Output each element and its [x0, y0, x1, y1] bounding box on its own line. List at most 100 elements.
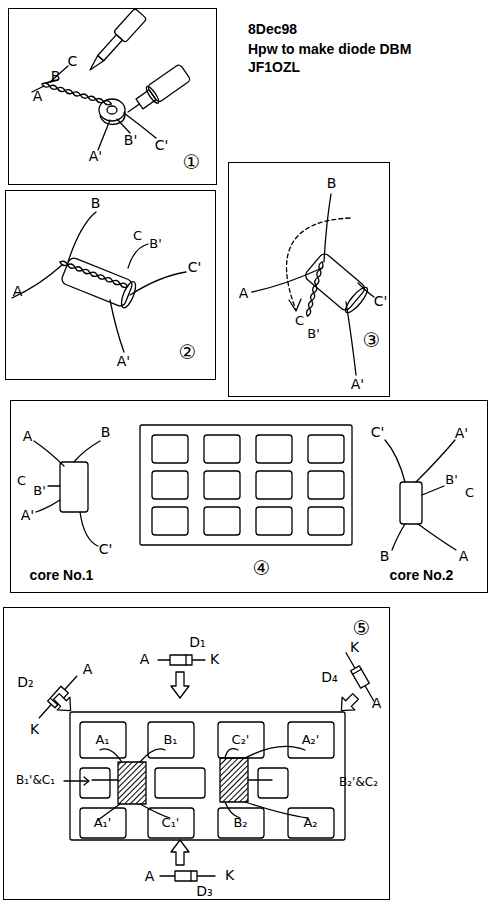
circuit-board — [308, 471, 344, 499]
circuit-board — [256, 435, 292, 463]
wire-label: C' — [99, 542, 113, 557]
ferrite-core — [60, 256, 138, 309]
circuit-board — [148, 808, 194, 838]
ferrite-core — [342, 285, 370, 316]
circuit-board — [80, 722, 126, 758]
wire — [418, 524, 456, 550]
circuit-board — [204, 435, 240, 463]
pad-label: C₁' — [162, 815, 180, 829]
wire-label: B' — [124, 133, 137, 148]
wire — [130, 272, 186, 295]
twisted-wire — [59, 260, 128, 288]
wire-label: A' — [89, 149, 102, 164]
twisted-wire — [306, 261, 324, 316]
circuit-board — [218, 808, 264, 838]
ferrite-core — [220, 758, 248, 802]
wire-label: C' — [374, 294, 388, 309]
soldering-iron — [98, 35, 123, 61]
wire-label: C — [295, 313, 304, 327]
diode-symbol — [353, 669, 362, 674]
pad-label: B₂'&C₂ — [339, 776, 378, 789]
circuit-board — [140, 425, 352, 545]
toroid-core — [107, 106, 117, 114]
wire-label: A — [33, 89, 43, 104]
diode-symbol — [190, 871, 191, 881]
callout-number: ④ — [253, 557, 271, 579]
wire-label: B — [380, 549, 390, 564]
circuit-board — [258, 768, 288, 798]
circuit-board — [148, 722, 194, 758]
ferrite-core — [60, 462, 88, 512]
wire-label: C' — [155, 138, 169, 153]
motion-arrow — [287, 218, 350, 311]
wire — [64, 746, 308, 820]
circuit-board — [80, 808, 126, 838]
circuit-board — [308, 435, 344, 463]
diode-label: A — [145, 869, 155, 884]
circuit-board — [70, 712, 345, 840]
callout-number: ⑤ — [353, 617, 371, 639]
diode-label: D₁ — [189, 635, 205, 650]
pad-label: A₁' — [94, 815, 112, 829]
wire — [48, 485, 60, 486]
diode-symbol — [158, 655, 215, 881]
diode-symbol — [351, 666, 370, 688]
wire-label: B' — [445, 472, 458, 486]
circuit-board — [308, 507, 344, 535]
wire-label: A — [23, 429, 33, 444]
step-panel: ABCA'B'C'① — [8, 8, 217, 185]
wire — [422, 486, 444, 495]
wire-label: B — [91, 196, 101, 211]
twisted-wire — [306, 261, 324, 316]
wire — [98, 120, 110, 150]
wire-label: A — [13, 284, 23, 299]
tool — [128, 104, 139, 112]
wire-label: C' — [188, 260, 202, 275]
insert-arrow — [50, 690, 77, 717]
wire — [245, 802, 308, 818]
ferrite-core — [60, 256, 134, 307]
wire-label: C' — [371, 425, 385, 440]
wire-label: B — [101, 425, 111, 440]
diode-label: K — [225, 868, 234, 883]
circuit-board — [80, 768, 110, 798]
pad-label: A₁ — [95, 732, 109, 746]
diode-label: A — [140, 652, 150, 667]
ferrite-core — [60, 462, 422, 524]
twisted-wire — [41, 82, 111, 106]
ferrite-core — [118, 762, 146, 804]
step-panel: BCB'AC'A'② — [5, 190, 216, 380]
wire — [392, 524, 405, 550]
toroid-core — [99, 99, 125, 124]
circuit-board — [288, 808, 334, 838]
author-callsign: JF1OZL — [248, 60, 300, 75]
circuit-board — [204, 471, 240, 499]
core-caption: core No.1 — [30, 568, 94, 583]
ferrite-core — [119, 280, 139, 310]
insert-arrow — [171, 840, 189, 865]
wire — [346, 302, 356, 375]
twisted-wire — [306, 261, 324, 316]
step-panel: BAC'CB'A'③ — [228, 162, 390, 397]
wire-label: B' — [307, 326, 320, 340]
diode-label: K — [30, 722, 39, 737]
tool — [144, 85, 160, 105]
twisted-wire — [59, 260, 128, 288]
wire-label: A' — [21, 508, 34, 523]
wire — [324, 194, 331, 262]
diode-label: K — [350, 640, 359, 655]
ferrite-core — [118, 758, 248, 804]
tool — [147, 64, 191, 103]
callout-number: ② — [179, 341, 197, 363]
insert-arrow — [171, 672, 189, 698]
circuit-board — [152, 471, 188, 499]
step-panel: ABCB'A'C'core No.1④C'A'B'CBAcore No.2 — [10, 400, 488, 593]
wire — [117, 119, 130, 133]
pad-label: B₂ — [233, 815, 247, 829]
circuit-board — [204, 507, 240, 535]
twisted-wire — [59, 260, 128, 288]
wire — [110, 300, 124, 352]
diode-label: D₃ — [196, 884, 212, 899]
diode-symbol — [170, 655, 192, 665]
diode-label: D₄ — [321, 670, 337, 685]
